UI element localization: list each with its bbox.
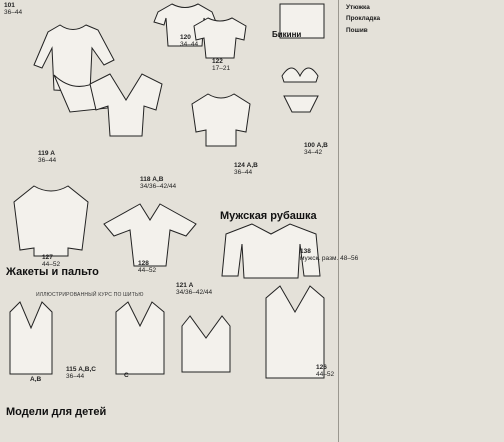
- column-rule: [338, 0, 339, 442]
- sketch-batwing-top: [100, 200, 200, 270]
- sketch-puff-blouse: [186, 90, 256, 150]
- kids-title: Модели для детей: [6, 406, 107, 418]
- shirt-title: Мужская рубашка: [220, 210, 317, 222]
- sketch-raglan-top: [6, 180, 96, 260]
- sketch-coat: [110, 298, 170, 378]
- bikini-title: Бикини: [272, 30, 302, 39]
- text-column: Утюжка Прокладка Пошив: [340, 0, 504, 442]
- interfacing-heading: Прокладка: [346, 15, 381, 23]
- sketch-kimono-top: [86, 70, 166, 140]
- jackets-title: Жакеты и пальто: [6, 266, 99, 278]
- course-note: ИЛЛЮСТРИРОВАННЫЙ КУРС ПО ШИТЬЮ: [36, 292, 144, 298]
- variant-ab-label: А,В: [30, 376, 42, 383]
- sketch-long-cardigan: [260, 282, 330, 382]
- variant-c-label: С: [124, 372, 129, 379]
- sketch-bikini: [272, 0, 332, 130]
- sketch-mens-shirt: [216, 220, 326, 280]
- sketch-kids-top: [190, 14, 250, 64]
- sewing-heading: Пошив: [346, 26, 368, 34]
- iron-heading: Утюжка: [346, 4, 370, 11]
- sketch-vest: [176, 312, 236, 382]
- sketch-jacket-a: [6, 298, 56, 378]
